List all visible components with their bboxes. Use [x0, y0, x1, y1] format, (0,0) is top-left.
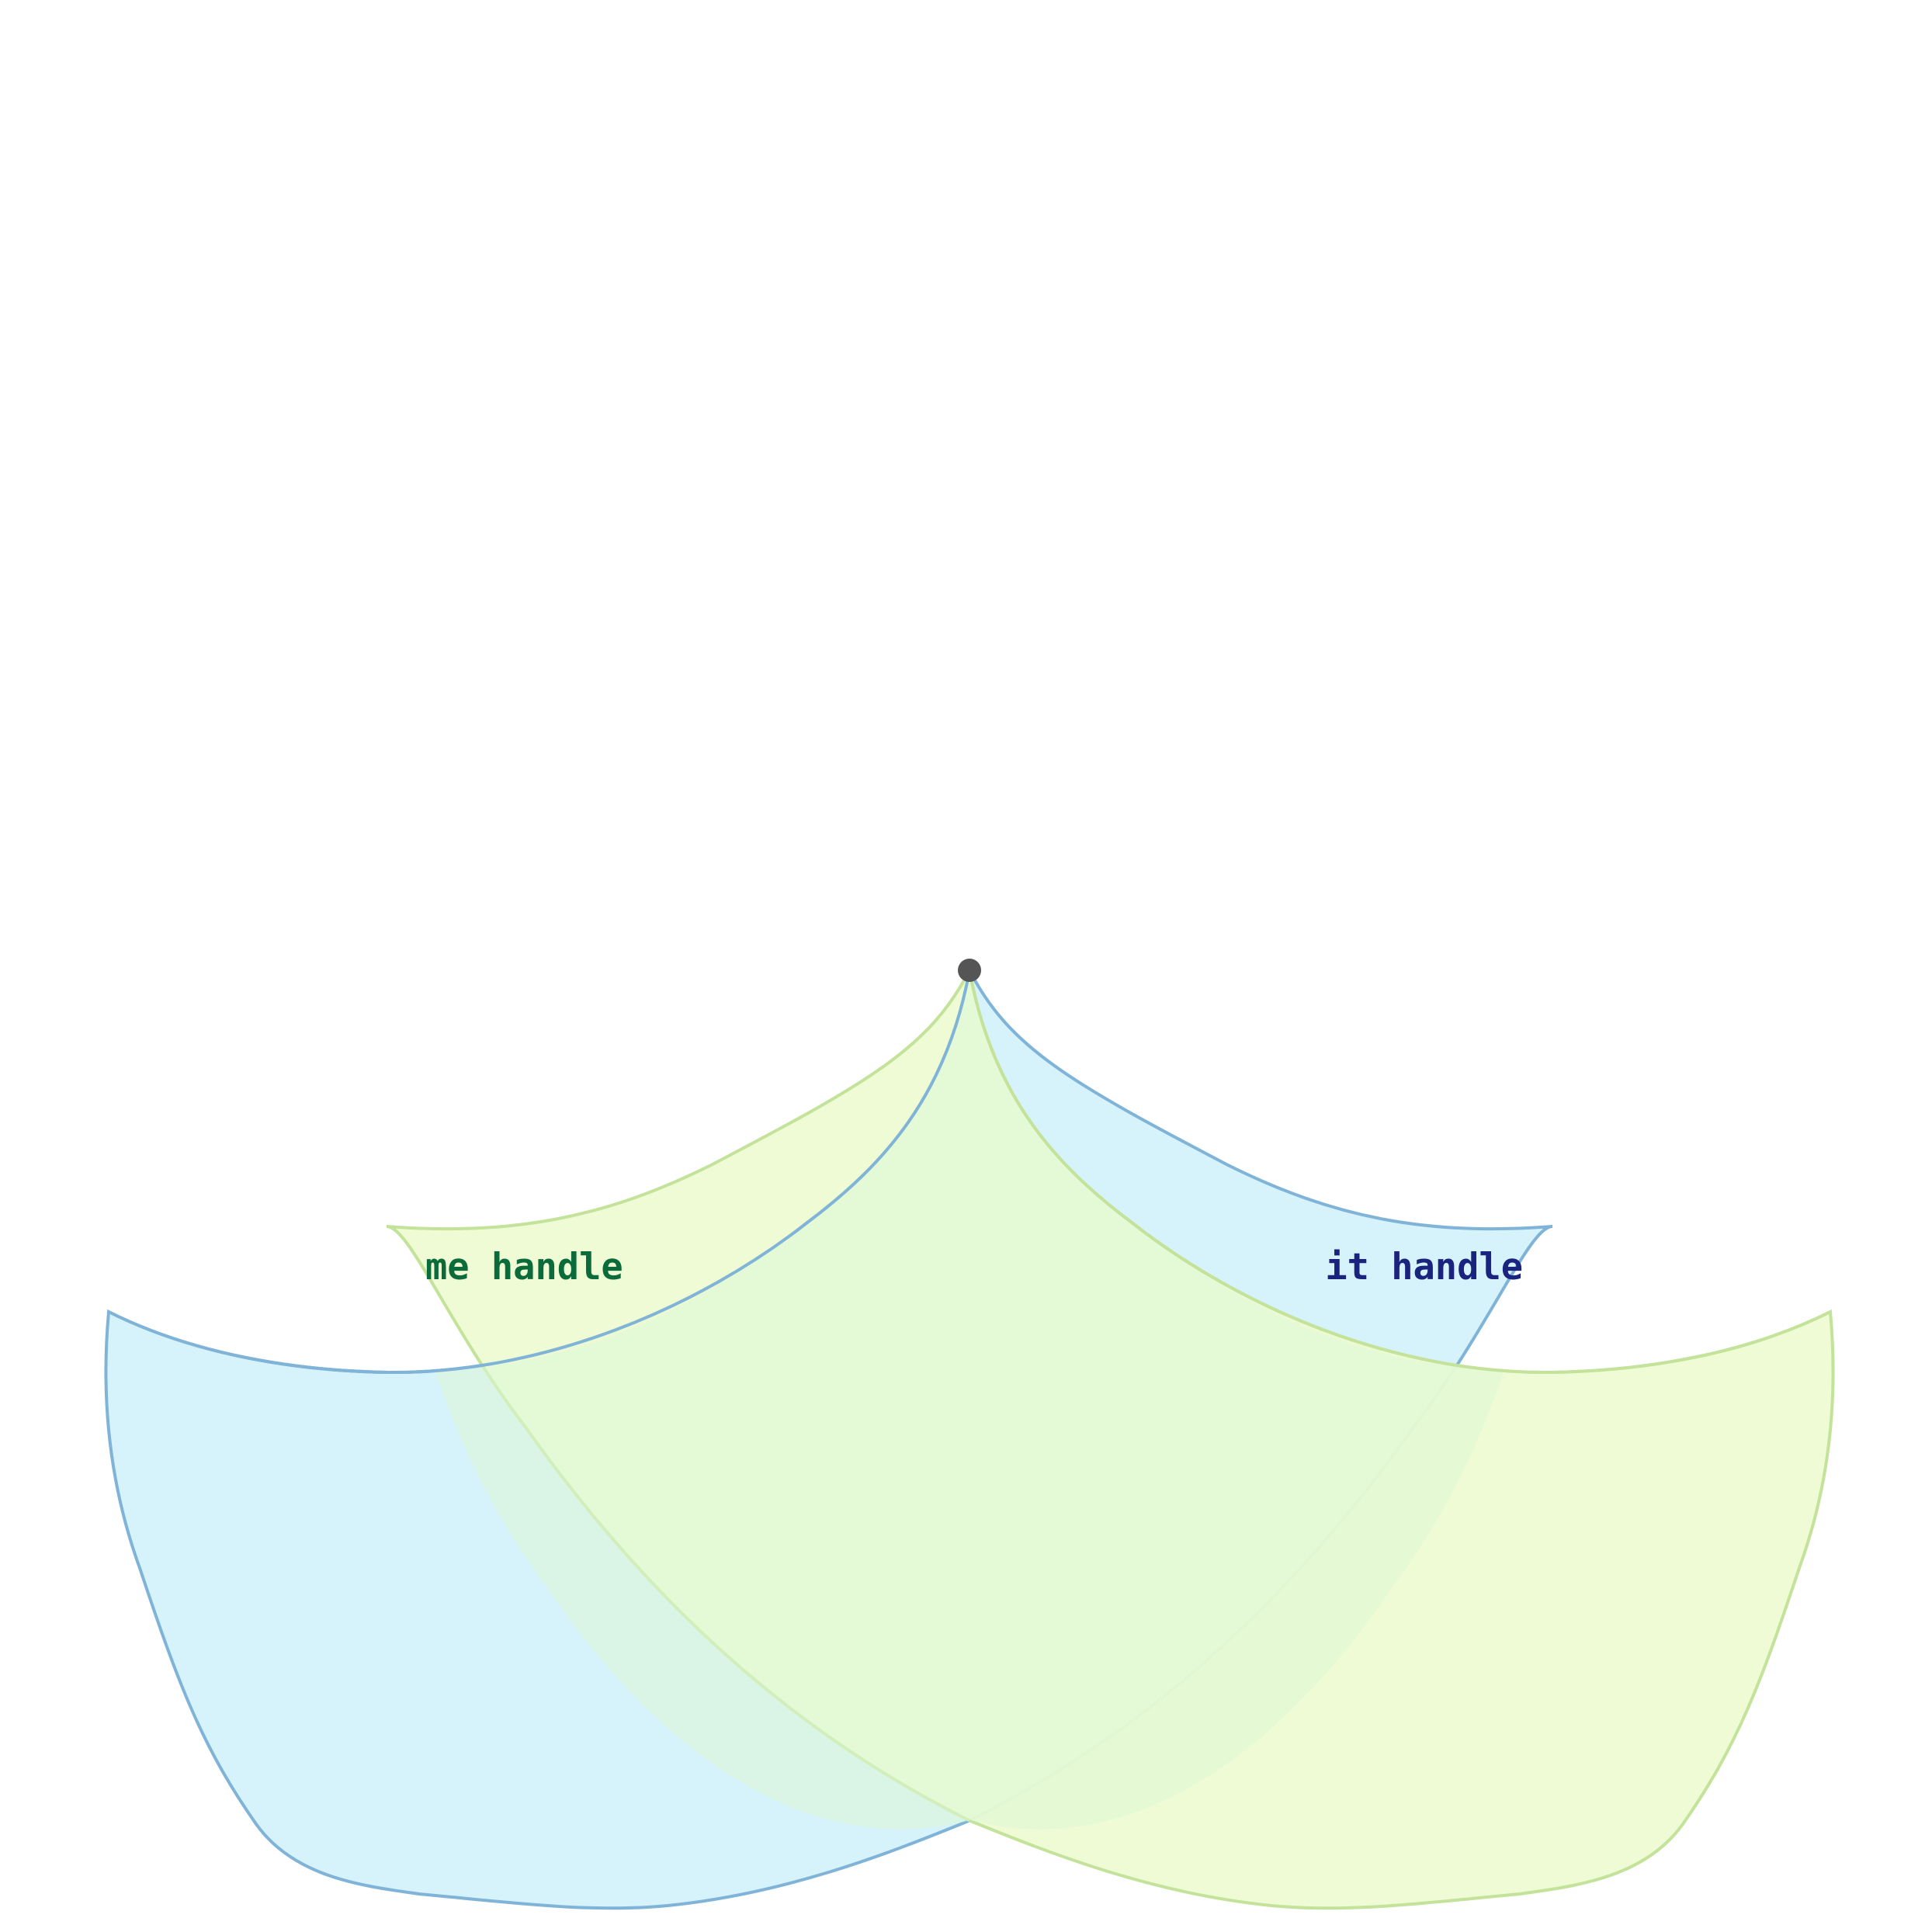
- right-lobe-outline: [968, 969, 1831, 1375]
- apex-dot: [958, 959, 981, 982]
- left-lobe-outline: [108, 969, 971, 1375]
- it-handle-label: it handle: [1325, 1246, 1523, 1289]
- me-handle-label: me handle: [425, 1246, 623, 1289]
- overlap-region: [435, 970, 1504, 1830]
